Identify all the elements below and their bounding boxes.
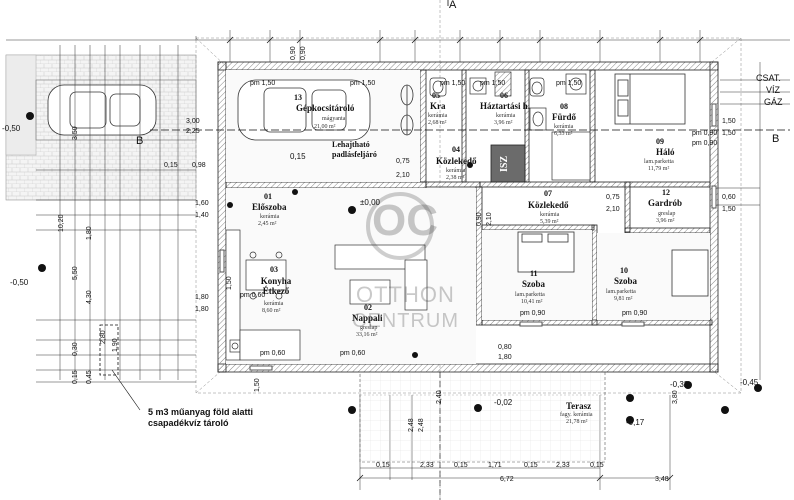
dim-label: 2,48 [418, 418, 425, 432]
level-label: -0,45 [740, 378, 759, 387]
dim-label: 1,50 [722, 118, 736, 125]
dim-label: 0,90 [476, 212, 483, 226]
pm-label: pm 0,60 [240, 292, 266, 299]
dim-label: 1,50 [226, 276, 233, 290]
dim-label: 3,00 [186, 118, 200, 125]
pm-label: pm 1,50 [250, 80, 276, 87]
room-13-area: 21,00 m² [314, 124, 336, 130]
level-label: -0,50 [10, 278, 29, 287]
pm-label: pm 0,60 [340, 350, 366, 357]
dim-label: 3,48 [655, 476, 669, 483]
dim-label: 4,30 [86, 290, 93, 304]
tank-label-line2: csapadékvíz tároló [148, 418, 229, 428]
pm-label: pm 0,60 [260, 350, 286, 357]
dim-label: 1,50 [722, 130, 736, 137]
dim-label: 0,15 [590, 462, 604, 469]
isz-box [490, 144, 526, 183]
tank-label-line1: 5 m3 műanyag föld alatti [148, 407, 254, 417]
dim-label: 1,80 [195, 294, 209, 301]
dim-label: 2,33 [420, 462, 434, 469]
pm-label: pm 1,50 [480, 80, 506, 87]
dim-label: 0,75 [606, 194, 620, 201]
pm-label: pm 1,50 [440, 80, 466, 87]
dim-label: 1,50 [722, 206, 736, 213]
dim-label: 1,60 [195, 200, 209, 207]
dim-label: 3,80 [672, 390, 679, 404]
dim-label: 2,40 [436, 390, 443, 404]
tank [99, 324, 119, 376]
dim-label: 0,90 [290, 46, 297, 60]
dim-label: 0,15 [72, 370, 79, 384]
paved-sidewalk [5, 54, 37, 156]
dim-label: 1,80 [86, 226, 93, 240]
room-13-name: Gépkocsitároló [296, 103, 355, 113]
dim-label: 2,33 [556, 462, 570, 469]
section-marker-b-left: B [136, 135, 144, 147]
watermark-logo: OC [372, 196, 438, 245]
car-garage [237, 79, 371, 141]
dim-label: 6,72 [500, 476, 514, 483]
util-water: VÍZ [766, 85, 781, 95]
pm-label: pm 1,50 [350, 80, 376, 87]
dim-label: 0,60 [722, 194, 736, 201]
util-gas: GÁZ [764, 97, 783, 107]
section-marker-b-right: B [772, 133, 780, 145]
dim-label: 10,20 [58, 214, 65, 232]
level-label: -0,32 [670, 380, 689, 389]
isz-label: ISZ [499, 155, 510, 172]
level-label: -0,50 [2, 124, 21, 133]
pm-label: pm 0,90 [692, 130, 718, 137]
dim-label: 0,30 [72, 342, 79, 356]
watermark-line1: OTTHON [356, 282, 455, 307]
level-label: -0,02 [494, 398, 513, 407]
dim-label: 0,45 [86, 370, 93, 384]
dim-label: 5,50 [72, 266, 79, 280]
room-13-floor: mágyanta [322, 116, 346, 122]
dim-label: 0,80 [498, 344, 512, 351]
dim-label: 2,80 [100, 330, 107, 344]
dim-label: 2,10 [486, 212, 493, 226]
pm-label: pm 0,90 [622, 310, 648, 317]
terrace-floor [359, 371, 606, 463]
room-13-num: 13 [294, 93, 302, 102]
dim-label: 0,90 [300, 46, 307, 60]
level-label: ±0,00 [360, 198, 380, 207]
motorcycle [400, 84, 414, 136]
dim-label: 2,10 [606, 206, 620, 213]
dim-label: 1,80 [498, 354, 512, 361]
dim-label: 0,15 [164, 162, 178, 169]
dim-label: 1,40 [195, 212, 209, 219]
dim-label: 1,71 [488, 462, 502, 469]
attic-label: Lehajtható padlásfeljáró [332, 140, 377, 159]
section-marker-a: A [449, 0, 457, 11]
dim-label: 2,25 [186, 128, 200, 135]
dim-label: 0,98 [192, 162, 206, 169]
pm-label: pm 0,90 [692, 140, 718, 147]
dim-label: 1,80 [195, 306, 209, 313]
level-label: -0,17 [626, 418, 645, 427]
level-label: 0,15 [290, 152, 306, 161]
dim-label: 2,48 [408, 418, 415, 432]
dim-label: 1,90 [112, 338, 119, 352]
watermark-line2: CENTRUM [352, 310, 459, 332]
dim-label: 0,75 [396, 158, 410, 165]
dim-label: 0,15 [524, 462, 538, 469]
dim-label: 0,15 [376, 462, 390, 469]
dim-label: 3,50 [72, 126, 79, 140]
dim-label: 0,15 [454, 462, 468, 469]
util-sewer: CSAT. [756, 73, 781, 83]
pm-label: pm 0,90 [520, 310, 546, 317]
dim-label: 1,50 [254, 378, 261, 392]
dim-label: 2,10 [396, 172, 410, 179]
pm-label: pm 1,50 [556, 80, 582, 87]
